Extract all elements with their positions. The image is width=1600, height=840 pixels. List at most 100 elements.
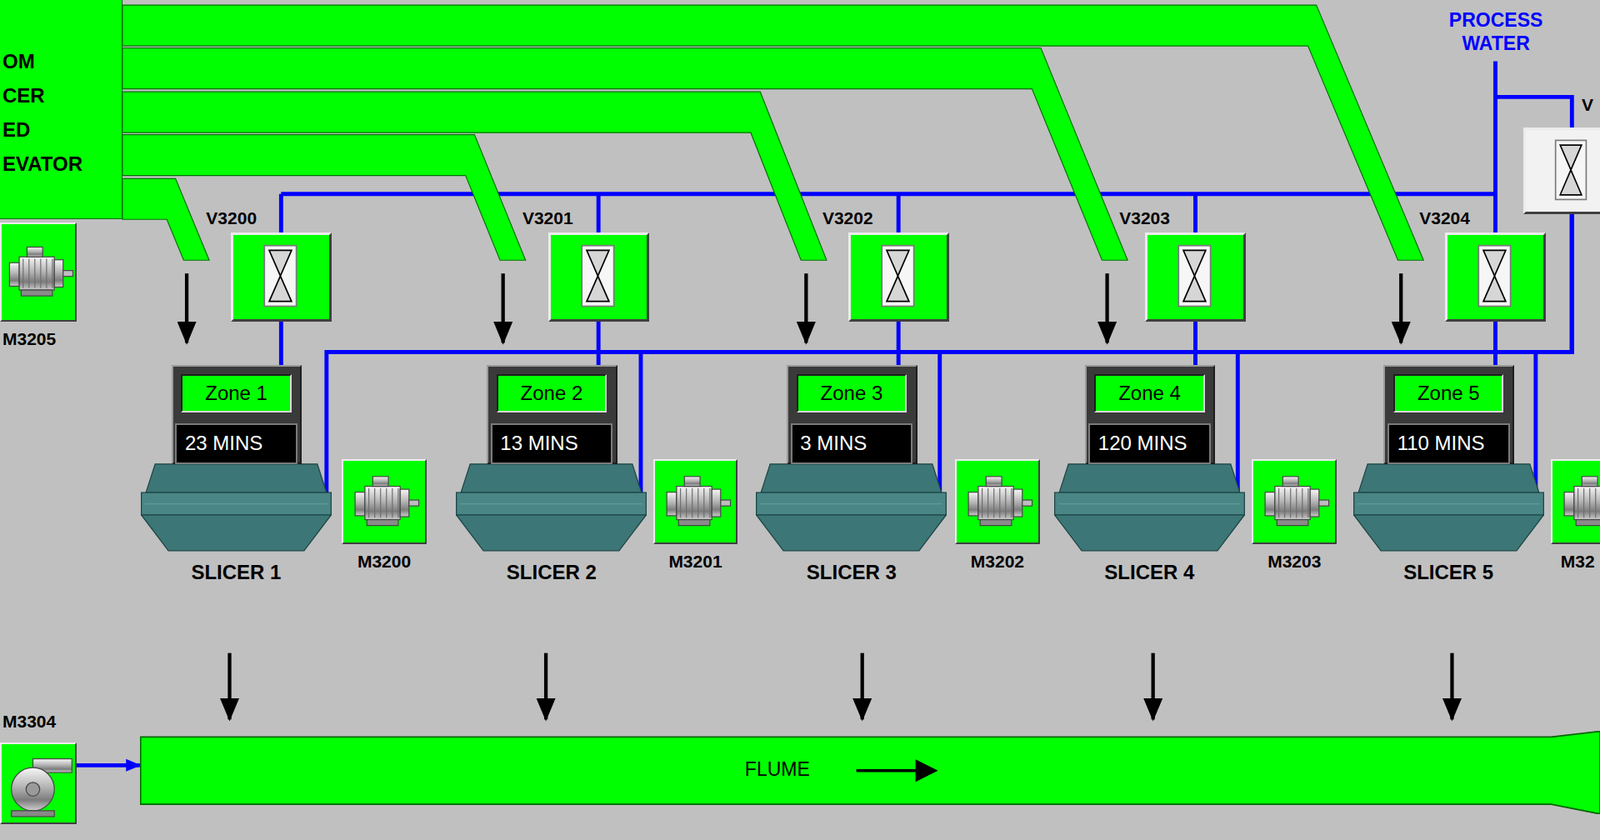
motor-part xyxy=(372,476,389,487)
drawing-part xyxy=(9,246,73,296)
slicer-name: SLICER 1 xyxy=(190,560,281,585)
valve-symbol xyxy=(586,250,610,302)
time-value: 3 MINS xyxy=(800,425,867,463)
connector xyxy=(598,321,600,366)
slicer-stripe xyxy=(1058,503,1241,505)
connector xyxy=(1195,321,1196,366)
connector xyxy=(1451,653,1453,720)
slicer-name: SLICER 4 xyxy=(1104,560,1195,585)
flow-arrow xyxy=(1151,653,1155,720)
connector xyxy=(1237,214,1572,493)
connector xyxy=(640,214,1572,493)
motor-tag: M3205 xyxy=(2,328,56,350)
connector xyxy=(545,653,547,720)
motor-fin xyxy=(1577,488,1579,518)
slicer-band xyxy=(1055,492,1245,515)
slicer-band xyxy=(756,492,947,515)
zone-label: Zone 1 xyxy=(205,375,268,412)
zone-panel: Zone 5110 MINS xyxy=(1383,365,1515,465)
flume-drawing xyxy=(140,730,1600,815)
motor-tag: M3202 xyxy=(970,550,1025,572)
slicer-band xyxy=(1353,492,1544,515)
zone-label: Zone 4 xyxy=(1118,375,1181,412)
slicer-head xyxy=(1358,464,1540,493)
flow-arrow xyxy=(1450,653,1454,720)
motor-part xyxy=(20,290,52,296)
valve-frame xyxy=(1445,232,1546,322)
motor-part xyxy=(711,489,721,517)
water-branch xyxy=(1495,96,1572,128)
motor-part xyxy=(1265,492,1276,516)
motor-fin xyxy=(40,259,41,289)
water-supply xyxy=(1493,60,1498,233)
valve-drawing xyxy=(233,235,330,320)
motor-fin xyxy=(374,488,375,518)
motor-icon: M3203 xyxy=(1251,459,1337,573)
slicer-head xyxy=(460,464,642,493)
pump-hub xyxy=(25,782,40,796)
motor-part xyxy=(366,520,399,526)
motor-drawing xyxy=(655,460,737,543)
zone-label: Zone 2 xyxy=(520,375,584,412)
water-drop xyxy=(279,194,284,234)
slicer: Zone 4 120 MINS SLICER 4 xyxy=(1054,365,1245,587)
motor-icon: M3202 xyxy=(955,459,1040,573)
valve-tag: V3201 xyxy=(522,207,574,229)
motor-fin xyxy=(1302,488,1304,518)
valve-symbol xyxy=(1560,145,1582,195)
flume-label: FLUME xyxy=(745,758,810,781)
motor-part xyxy=(1575,520,1600,526)
slicer-base xyxy=(1353,515,1544,551)
drawing-part xyxy=(666,476,730,526)
connector xyxy=(122,135,526,344)
drawing-part xyxy=(968,476,1032,526)
process-water-label: PROCESS WATER xyxy=(1404,8,1588,55)
feed-label: OM CER ED EVATOR xyxy=(2,44,83,181)
motor-fin xyxy=(1595,488,1596,518)
time-display: 120 MINS xyxy=(1088,423,1211,465)
flow-arrow-head xyxy=(915,759,938,782)
motor-part xyxy=(678,520,710,526)
connector xyxy=(122,48,1128,344)
motor-part xyxy=(19,256,55,290)
motor-fin xyxy=(1589,488,1590,518)
valve-symbol xyxy=(886,250,910,302)
water-drop xyxy=(896,194,901,234)
motor-tag: M32 xyxy=(1560,550,1595,572)
water-drop xyxy=(1193,194,1198,234)
valve-drawing xyxy=(850,235,947,320)
valve-box: V3200 xyxy=(205,207,332,322)
motor-fin xyxy=(709,488,710,518)
connector xyxy=(229,653,230,720)
motor-part xyxy=(355,492,365,516)
feed-chute xyxy=(122,5,1424,260)
motor-fin xyxy=(1010,488,1012,518)
motor-fin xyxy=(691,488,693,518)
slicer-head xyxy=(1059,464,1240,493)
water-header xyxy=(280,191,1496,196)
water-line xyxy=(1237,214,1572,493)
drawing-part xyxy=(355,476,419,526)
pump-volute xyxy=(11,768,55,812)
valve-drawing xyxy=(550,235,647,320)
motor-fin xyxy=(999,488,1000,518)
motor-part xyxy=(1310,489,1320,517)
connector xyxy=(1152,653,1154,720)
motor-part xyxy=(54,260,64,288)
motor-fin xyxy=(1583,488,1585,518)
flow-arrow xyxy=(1105,273,1109,343)
valve-body xyxy=(264,245,296,307)
motor-part xyxy=(63,270,74,277)
motor-fin xyxy=(368,488,370,518)
connector xyxy=(280,321,282,366)
valve-tag: V3200 xyxy=(205,207,257,229)
valve-body xyxy=(1178,245,1210,307)
valve-frame xyxy=(230,232,332,322)
water-line xyxy=(596,321,601,366)
motor-drawing xyxy=(343,460,425,543)
valve-tag: V3202 xyxy=(822,207,874,229)
slicer-head xyxy=(145,464,327,493)
motor-part xyxy=(1275,486,1310,520)
motor-tag: M3200 xyxy=(357,550,411,572)
motor-part xyxy=(409,500,420,506)
